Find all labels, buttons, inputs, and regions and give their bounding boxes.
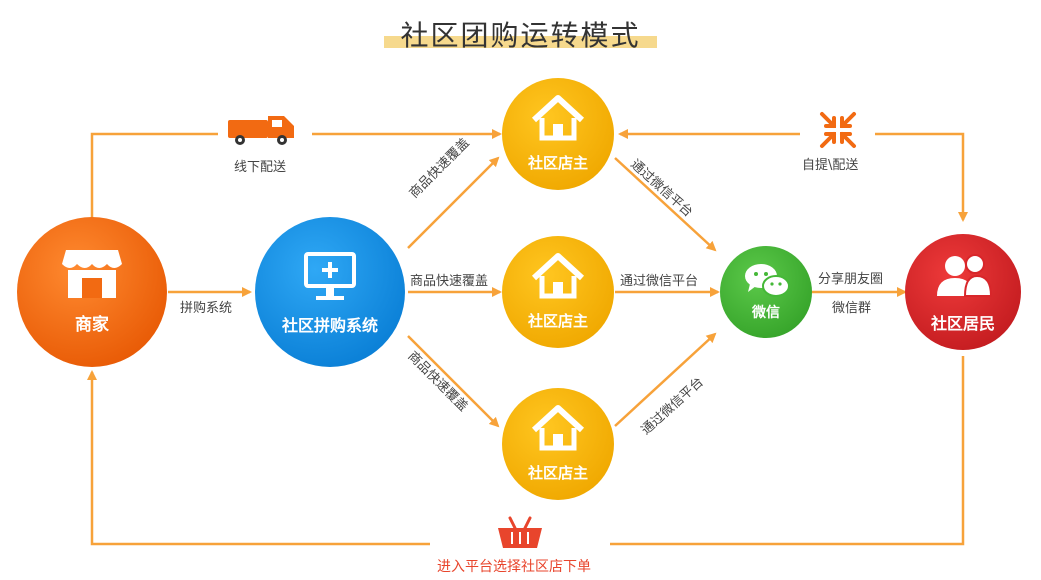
system-to-top-store-arrow <box>407 156 500 249</box>
wechat-node <box>720 246 812 338</box>
merchant-label: 商家 <box>75 315 109 335</box>
store-middle-label: 社区店主 <box>527 312 588 330</box>
house-icon <box>531 405 585 451</box>
store-node-bottom <box>502 388 614 500</box>
truck-icon <box>228 116 294 145</box>
offline-delivery-label: 线下配送 <box>234 160 287 175</box>
store-top-label: 社区店主 <box>527 154 588 172</box>
store-node-middle <box>502 236 614 348</box>
order-return-path <box>87 356 965 546</box>
goods-coverage-label-middle: 商品快速覆盖 <box>410 274 489 289</box>
people-icon <box>937 254 993 297</box>
top-store-to-wechat-arrow <box>614 157 717 252</box>
pickup-icon <box>820 112 856 148</box>
enter-platform-label: 进入平台选择社区店下单 <box>437 559 591 575</box>
residents-node <box>905 234 1021 350</box>
basket-icon <box>498 516 542 548</box>
store-bottom-label: 社区店主 <box>527 464 588 482</box>
monitor-icon <box>304 252 356 300</box>
shop-icon <box>62 250 122 298</box>
store-node-top <box>502 78 614 190</box>
group-system-label: 拼购系统 <box>180 301 233 316</box>
system-label: 社区拼购系统 <box>281 316 378 335</box>
group-buy-system-node <box>255 217 405 367</box>
residents-label: 社区居民 <box>930 314 995 333</box>
via-wechat-label-middle: 通过微信平台 <box>620 274 699 289</box>
wechat-label: 微信 <box>752 305 780 321</box>
share-moments-label: 分享朋友圈 <box>818 272 884 287</box>
bottom-store-to-wechat-arrow <box>614 332 717 427</box>
pickup-delivery-path <box>618 129 968 222</box>
offline-delivery-path <box>90 129 502 218</box>
merchant-node <box>17 217 167 367</box>
system-to-bottom-store-arrow <box>407 335 500 428</box>
diagram-title: 社区团购运转模式 <box>384 14 657 54</box>
house-icon <box>531 95 585 141</box>
pickup-delivery-label: 自提\配送 <box>802 158 859 173</box>
house-icon <box>531 253 585 299</box>
wechat-icon <box>745 264 790 297</box>
wechat-group-label: 微信群 <box>832 301 872 316</box>
